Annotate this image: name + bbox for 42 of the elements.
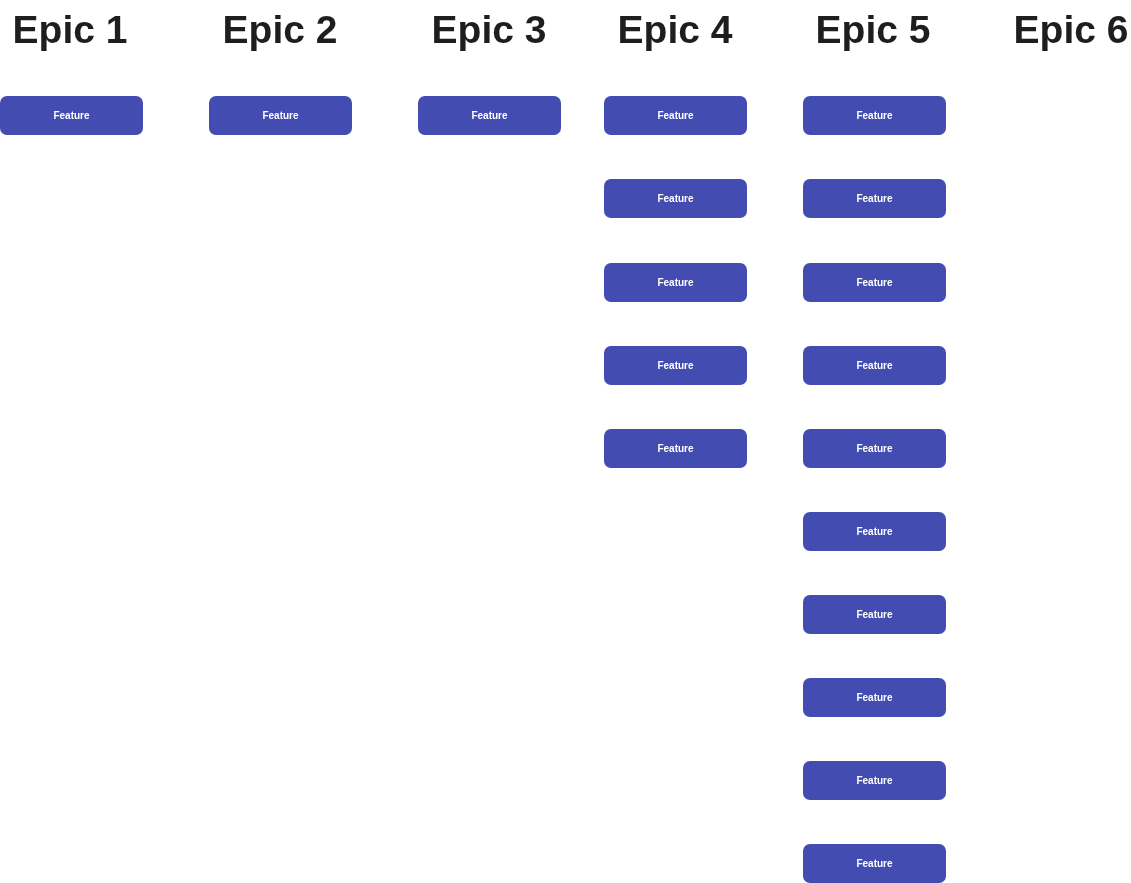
card-label: Feature <box>856 692 893 703</box>
feature-card <box>604 263 747 302</box>
feature-card <box>803 96 946 135</box>
card-label: Feature <box>856 360 893 371</box>
card-label: Feature <box>856 443 893 454</box>
card-label: Feature <box>856 858 893 869</box>
column-heading: Epic 6 <box>1013 7 1129 53</box>
column-heading: Epic 4 <box>617 7 733 53</box>
card-label: Feature <box>657 443 694 454</box>
card-label: Feature <box>657 360 694 371</box>
card-label: Feature <box>856 110 893 121</box>
card-label: Feature <box>262 110 299 121</box>
feature-card <box>803 429 946 468</box>
column-heading: Epic 3 <box>431 7 547 53</box>
column-heading: Epic 2 <box>222 7 338 53</box>
feature-card <box>418 96 561 135</box>
feature-card <box>803 263 946 302</box>
feature-card <box>803 761 946 800</box>
card-label: Feature <box>471 110 508 121</box>
card-label: Feature <box>856 775 893 786</box>
column-heading: Epic 1 <box>12 7 128 53</box>
feature-card <box>803 844 946 883</box>
feature-card <box>0 96 143 135</box>
card-label: Feature <box>53 110 90 121</box>
feature-card <box>604 179 747 218</box>
feature-card <box>604 96 747 135</box>
card-label: Feature <box>657 110 694 121</box>
feature-card <box>209 96 352 135</box>
feature-card <box>803 595 946 634</box>
card-label: Feature <box>856 609 893 620</box>
feature-card <box>604 429 747 468</box>
card-label: Feature <box>856 193 893 204</box>
card-label: Feature <box>856 526 893 537</box>
feature-card <box>604 346 747 385</box>
card-label: Feature <box>657 193 694 204</box>
feature-card <box>803 179 946 218</box>
card-label: Feature <box>856 277 893 288</box>
feature-card <box>803 678 946 717</box>
feature-card <box>803 346 946 385</box>
card-label: Feature <box>657 277 694 288</box>
feature-card <box>803 512 946 551</box>
column-heading: Epic 5 <box>815 7 931 53</box>
